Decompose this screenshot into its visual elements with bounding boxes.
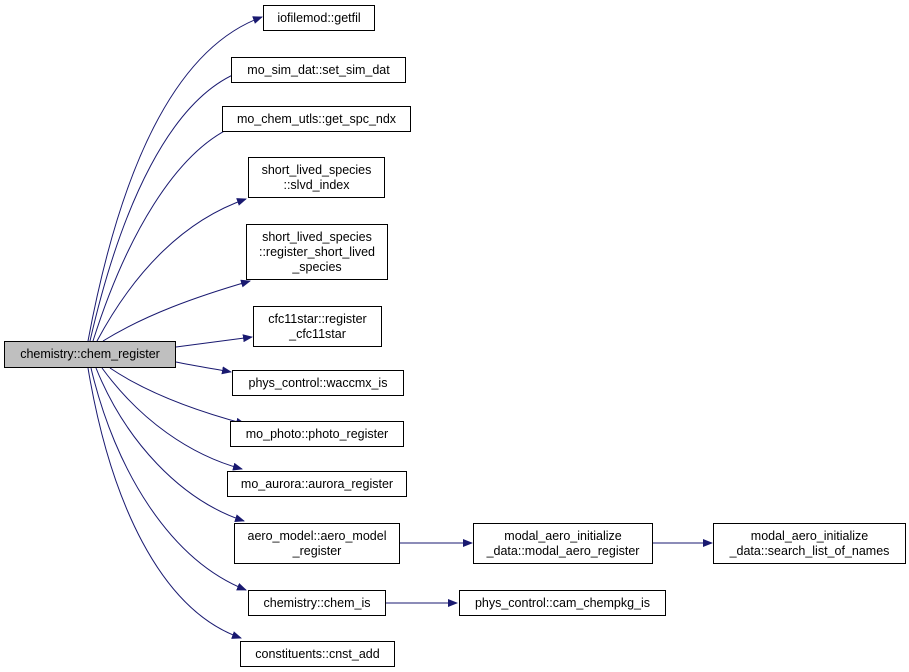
edge-root-getfil: [87, 16, 263, 342]
node-mo-aurora-aurora-register[interactable]: mo_aurora::aurora_register: [227, 471, 407, 497]
node-modal-aero-initialize-data-modal-aero-register[interactable]: modal_aero_initialize _data::modal_aero_…: [473, 523, 653, 564]
edge-root-aeromodel: [95, 367, 245, 522]
node-label: chemistry::chem_is: [263, 595, 371, 610]
node-short-lived-species-register-short-lived-species[interactable]: short_lived_species ::register_short_liv…: [246, 224, 388, 280]
node-phys-control-cam-chempkg-is[interactable]: phys_control::cam_chempkg_is: [459, 590, 666, 616]
node-label-line-1: modal_aero_initialize: [750, 528, 869, 543]
node-label-line-1: aero_model::aero_model: [247, 528, 387, 543]
node-label: mo_photo::photo_register: [245, 426, 389, 441]
edge-root-chemis: [90, 367, 247, 591]
node-label-line-2: _register: [292, 543, 342, 558]
node-label: chemistry::chem_register: [20, 347, 160, 361]
node-chemistry-chem-is[interactable]: chemistry::chem_is: [248, 590, 386, 616]
node-label-line-1: modal_aero_initialize: [504, 528, 622, 543]
node-short-lived-species-slvd-index[interactable]: short_lived_species ::slvd_index: [248, 157, 385, 198]
node-modal-aero-initialize-data-search-list-of-names[interactable]: modal_aero_initialize _data::search_list…: [713, 523, 906, 564]
node-label-line-2: ::register_short_lived: [258, 244, 376, 259]
node-label-line-2: ::slvd_index: [283, 177, 350, 192]
node-label: mo_chem_utls::get_spc_ndx: [236, 111, 397, 126]
node-chemistry-chem-register: chemistry::chem_register: [4, 341, 176, 368]
node-label: constituents::cnst_add: [255, 646, 380, 661]
node-label-line-1: cfc11star::register: [268, 311, 367, 326]
node-label: iofilemod::getfil: [277, 10, 361, 25]
node-label: mo_sim_dat::set_sim_dat: [247, 62, 390, 77]
node-label-line-2: _cfc11star: [289, 326, 346, 341]
node-label-line-2: _data::search_list_of_names: [729, 543, 890, 558]
edge-root-regshort: [102, 279, 251, 342]
edge-root-cfc: [175, 334, 253, 348]
node-label: phys_control::cam_chempkg_is: [474, 595, 651, 610]
edge-root-waccmx: [175, 361, 232, 375]
node-label-line-1: short_lived_species: [262, 229, 372, 244]
node-label-line-1: short_lived_species: [261, 162, 372, 177]
node-label: phys_control::waccmx_is: [248, 375, 388, 390]
node-mo-chem-utls-get-spc-ndx[interactable]: mo_chem_utls::get_spc_ndx: [222, 106, 411, 132]
node-label-line-2: _data::modal_aero_register: [486, 543, 640, 558]
edge-root-getspc: [92, 124, 238, 342]
node-constituents-cnst-add[interactable]: constituents::cnst_add: [240, 641, 395, 667]
node-phys-control-waccmx-is[interactable]: phys_control::waccmx_is: [232, 370, 404, 396]
node-aero-model-aero-model-register[interactable]: aero_model::aero_model _register: [234, 523, 400, 564]
edge-root-slvd: [96, 198, 247, 342]
node-mo-sim-dat-set-sim-dat[interactable]: mo_sim_dat::set_sim_dat: [231, 57, 406, 83]
edge-root-photo: [109, 367, 246, 426]
node-iofilemod-getfil[interactable]: iofilemod::getfil: [263, 5, 375, 31]
node-cfc11star-register-cfc11star[interactable]: cfc11star::register _cfc11star: [253, 306, 382, 347]
edge-root-cnst: [87, 367, 242, 639]
node-label-line-3: _species: [292, 259, 342, 274]
node-label: mo_aurora::aurora_register: [240, 476, 394, 491]
edge-root-setsim: [89, 69, 246, 342]
edge-root-aurora: [101, 367, 243, 471]
node-mo-photo-photo-register[interactable]: mo_photo::photo_register: [230, 421, 404, 447]
